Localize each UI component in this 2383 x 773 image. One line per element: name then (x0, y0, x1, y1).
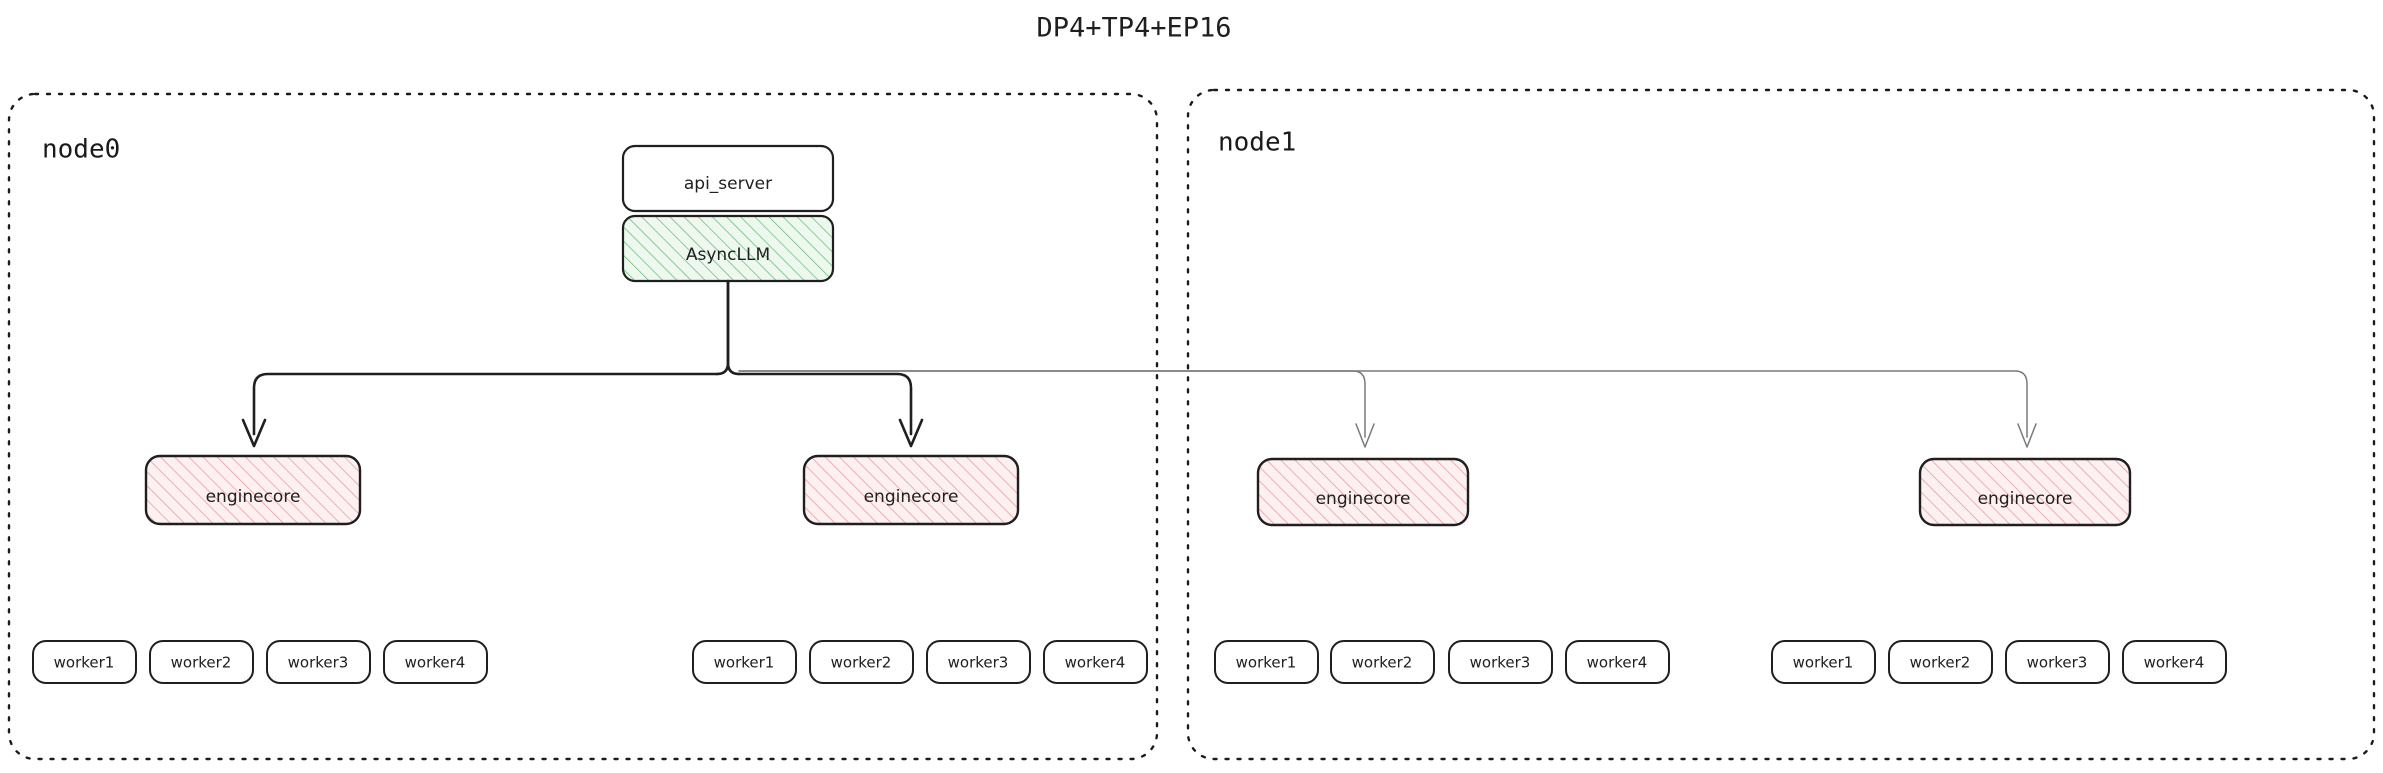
worker-label-n0e0-w3: worker3 (288, 654, 349, 672)
worker-box-n0e1-w2[interactable] (809, 640, 914, 684)
worker-label-n0e1-w3: worker3 (948, 654, 1009, 672)
connector-trunk-right (726, 279, 741, 376)
arrowhead-n0e0 (241, 418, 267, 448)
diagram-title: DP4+TP4+EP16 (1036, 13, 1231, 44)
node-label-node1: node1 (1218, 128, 1296, 158)
worker-box-n1e1-w1[interactable] (1771, 640, 1876, 684)
enginecore-label-n0e1: enginecore (864, 487, 959, 507)
enginecore-label-n1e0: enginecore (1316, 489, 1411, 509)
node-label-node0: node0 (42, 135, 120, 165)
connector-bus-to-engine-n0e0 (252, 372, 719, 436)
worker-label-n0e0-w4: worker4 (405, 654, 466, 672)
connector-bus-to-engine-n1e0 (738, 370, 1366, 438)
worker-label-n0e0-w1: worker1 (54, 654, 115, 672)
worker-box-n1e1-w3[interactable] (2005, 640, 2110, 684)
enginecore-label-n0e0: enginecore (206, 487, 301, 507)
worker-box-n0e1-w4[interactable] (1043, 640, 1148, 684)
worker-label-n1e0-w4: worker4 (1587, 654, 1648, 672)
worker-label-n1e1-w4: worker4 (2144, 654, 2205, 672)
worker-label-n0e0-w2: worker2 (171, 654, 232, 672)
worker-box-n1e1-w2[interactable] (1888, 640, 1993, 684)
node-container-node0 (7, 92, 1159, 761)
worker-label-n1e0-w3: worker3 (1470, 654, 1531, 672)
node-container-node1 (1186, 88, 2376, 761)
worker-box-n0e0-w3[interactable] (266, 640, 371, 684)
worker-label-n1e0-w2: worker2 (1352, 654, 1413, 672)
connector-trunk-left (715, 279, 730, 376)
async-llm-label: AsyncLLM (686, 245, 770, 265)
enginecore-box-n0e1[interactable] (802, 454, 1020, 526)
enginecore-label-n1e1: enginecore (1978, 489, 2073, 509)
connector-bus-to-engine-n0e1 (737, 372, 913, 436)
worker-label-n0e1-w1: worker1 (714, 654, 775, 672)
worker-box-n1e1-w4[interactable] (2122, 640, 2227, 684)
worker-box-n1e0-w1[interactable] (1214, 640, 1319, 684)
worker-box-n0e1-w1[interactable] (692, 640, 797, 684)
arrowhead-n0e1 (898, 418, 924, 448)
worker-label-n1e0-w1: worker1 (1236, 654, 1297, 672)
worker-box-n0e0-w4[interactable] (383, 640, 488, 684)
worker-box-n0e1-w3[interactable] (926, 640, 1031, 684)
worker-label-n0e1-w4: worker4 (1065, 654, 1126, 672)
worker-box-n0e0-w1[interactable] (32, 640, 137, 684)
connector-bus-to-engine-n1e1 (738, 370, 2028, 438)
enginecore-box-n0e0[interactable] (144, 454, 362, 526)
api-server-label: api_server (684, 174, 772, 194)
arrowhead-n1e1 (2017, 423, 2037, 448)
arrowhead-n1e0 (1355, 423, 1375, 448)
enginecore-box-n1e0[interactable] (1256, 457, 1470, 527)
worker-box-n1e0-w3[interactable] (1448, 640, 1553, 684)
worker-label-n1e1-w1: worker1 (1793, 654, 1854, 672)
worker-label-n1e1-w2: worker2 (1910, 654, 1971, 672)
worker-label-n0e1-w2: worker2 (831, 654, 892, 672)
api-server-box[interactable] (621, 144, 835, 213)
worker-box-n1e0-w2[interactable] (1330, 640, 1435, 684)
enginecore-box-n1e1[interactable] (1918, 457, 2132, 527)
worker-box-n0e0-w2[interactable] (149, 640, 254, 684)
worker-box-n1e0-w4[interactable] (1565, 640, 1670, 684)
worker-label-n1e1-w3: worker3 (2027, 654, 2088, 672)
